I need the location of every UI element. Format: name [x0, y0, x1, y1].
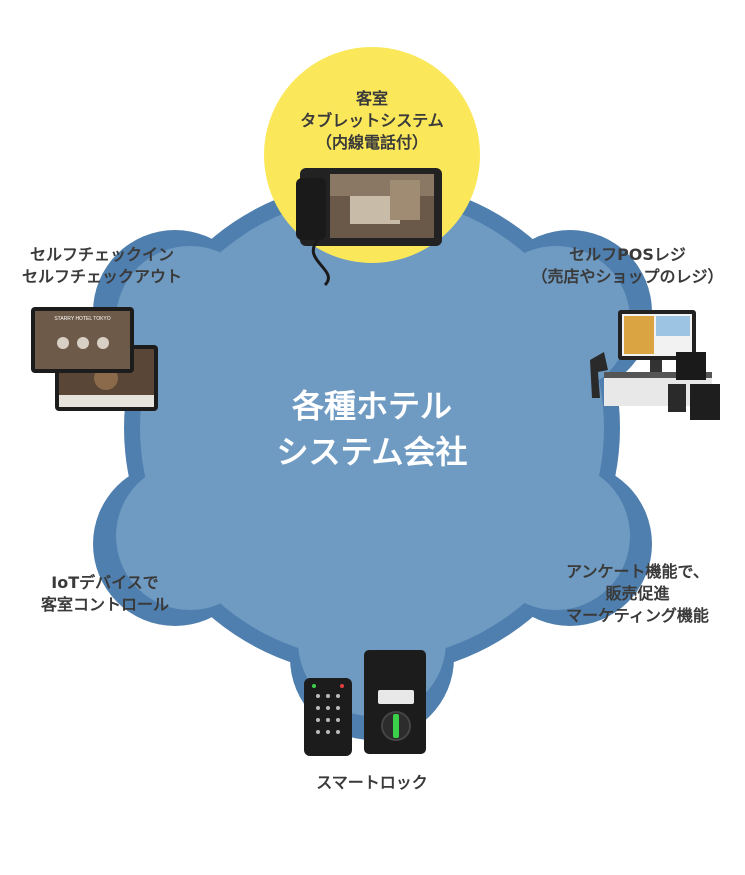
center-title-line: システム会社 [276, 433, 468, 471]
tablet-phone-device [296, 168, 442, 287]
label-line: （内線電話付） [315, 133, 428, 152]
label-line: タブレットシステム [300, 111, 444, 130]
label-smart-lock: スマートロック [272, 772, 472, 794]
label-line: 客室 [355, 89, 388, 108]
label-line: セルフPOSレジ [569, 245, 686, 264]
center-title-line: 各種ホテル [291, 387, 452, 425]
label-line: スマートロック [316, 773, 428, 792]
label-survey-marketing: アンケート機能で、 販売促進 マーケティング機能 [545, 561, 730, 627]
label-line: 客室コントロール [40, 595, 169, 614]
label-line: セルフチェックイン [29, 245, 174, 264]
label-self-checkin: セルフチェックイン セルフチェックアウト [2, 244, 202, 288]
label-line: マーケティング機能 [566, 606, 709, 625]
label-line: 販売促進 [605, 584, 670, 603]
label-line: （売店やショップのレジ） [531, 267, 724, 286]
label-iot-control: IoTデバイスで 客室コントロール [10, 572, 200, 616]
label-line: アンケート機能で、 [566, 562, 709, 581]
label-line: セルフチェックアウト [21, 267, 182, 286]
smart-lock-keypad [304, 678, 352, 756]
label-tablet-system: 客室 タブレットシステム （内線電話付） [272, 88, 472, 154]
label-self-pos: セルフPOSレジ （売店やショップのレジ） [520, 244, 735, 288]
smart-lock-body [364, 650, 426, 754]
checkin-tablets-device [31, 307, 158, 411]
label-line: IoTデバイスで [51, 573, 159, 592]
pos-register-device [590, 310, 720, 420]
center-title: 各種ホテル システム会社 [222, 383, 522, 475]
checkin-screen-title: STARRY HOTEL TOKYO [54, 316, 111, 322]
